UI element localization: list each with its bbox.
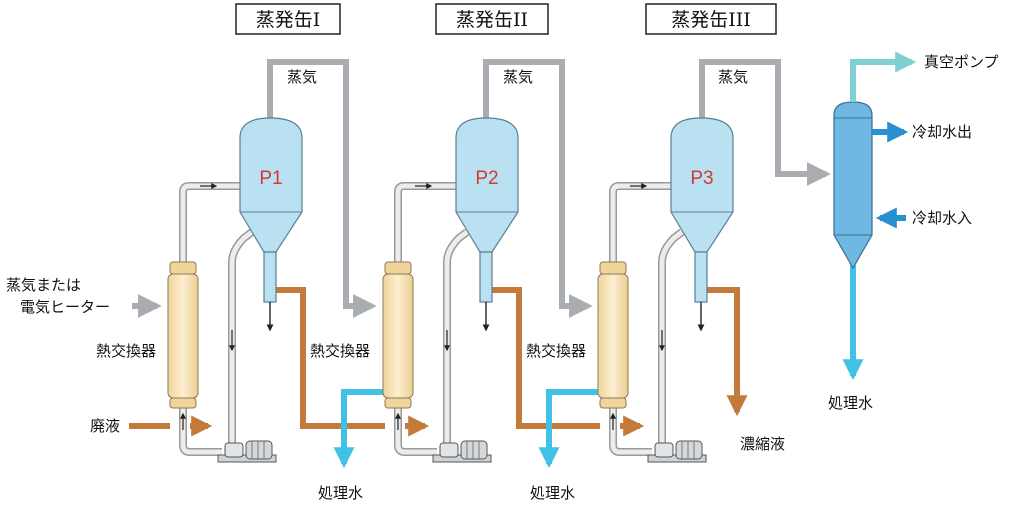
heat-exchanger-1 <box>167 261 199 409</box>
vessel-p1-label: P1 <box>259 168 282 189</box>
label-treated-water-2: 処理水 <box>530 484 575 502</box>
condenser <box>833 101 873 270</box>
title-evaporator-2: 蒸発缶II <box>435 3 549 35</box>
heat-exchanger-3 <box>597 261 629 409</box>
pump-1 <box>217 440 277 463</box>
title-evaporator-3: 蒸発缶III <box>645 3 777 35</box>
title-evaporator-2-text: 蒸発缶II <box>456 9 528 31</box>
vessel-p3: P3 <box>670 117 734 332</box>
vessel-p2-label: P2 <box>475 168 498 189</box>
vessel-p3-label: P3 <box>690 168 713 189</box>
vacuum-line <box>850 51 917 102</box>
label-heat-exchanger-2: 熱交換器 <box>310 342 370 360</box>
label-concentrate: 濃縮液 <box>740 435 785 453</box>
label-treated-water-3: 処理水 <box>828 394 873 412</box>
recirculation-flow-arrows <box>180 183 665 430</box>
recirculation-pipes <box>179 182 685 456</box>
liquid-pipes <box>129 287 748 437</box>
title-evaporator-1: 蒸発缶I <box>235 3 341 35</box>
treated-water-pipes <box>333 265 864 469</box>
label-cooling-water-in: 冷却水入 <box>912 209 972 227</box>
label-heat-exchanger-3: 熱交換器 <box>526 342 586 360</box>
pump-3 <box>647 440 707 463</box>
heat-exchanger-2 <box>382 261 414 409</box>
vessel-p2: P2 <box>455 117 519 332</box>
steam-pipes <box>132 59 831 318</box>
label-heat-exchanger-1: 熱交換器 <box>96 342 156 360</box>
label-steam-1: 蒸気 <box>287 68 317 86</box>
label-heat-source-line2: 電気ヒーター <box>20 298 110 316</box>
label-vacuum-pump: 真空ポンプ <box>924 53 999 71</box>
title-evaporator-1-text: 蒸発缶I <box>256 9 321 31</box>
label-steam-2: 蒸気 <box>503 68 533 86</box>
title-evaporator-3-text: 蒸発缶III <box>671 9 751 31</box>
label-waste-liquid: 廃液 <box>90 417 120 435</box>
pump-2 <box>432 440 492 463</box>
vessel-p1: P1 <box>239 117 303 332</box>
label-treated-water-1: 処理水 <box>318 484 363 502</box>
label-steam-3: 蒸気 <box>718 68 748 86</box>
label-cooling-water-out: 冷却水出 <box>912 123 972 141</box>
label-heat-source-line1: 蒸気または <box>6 276 81 294</box>
